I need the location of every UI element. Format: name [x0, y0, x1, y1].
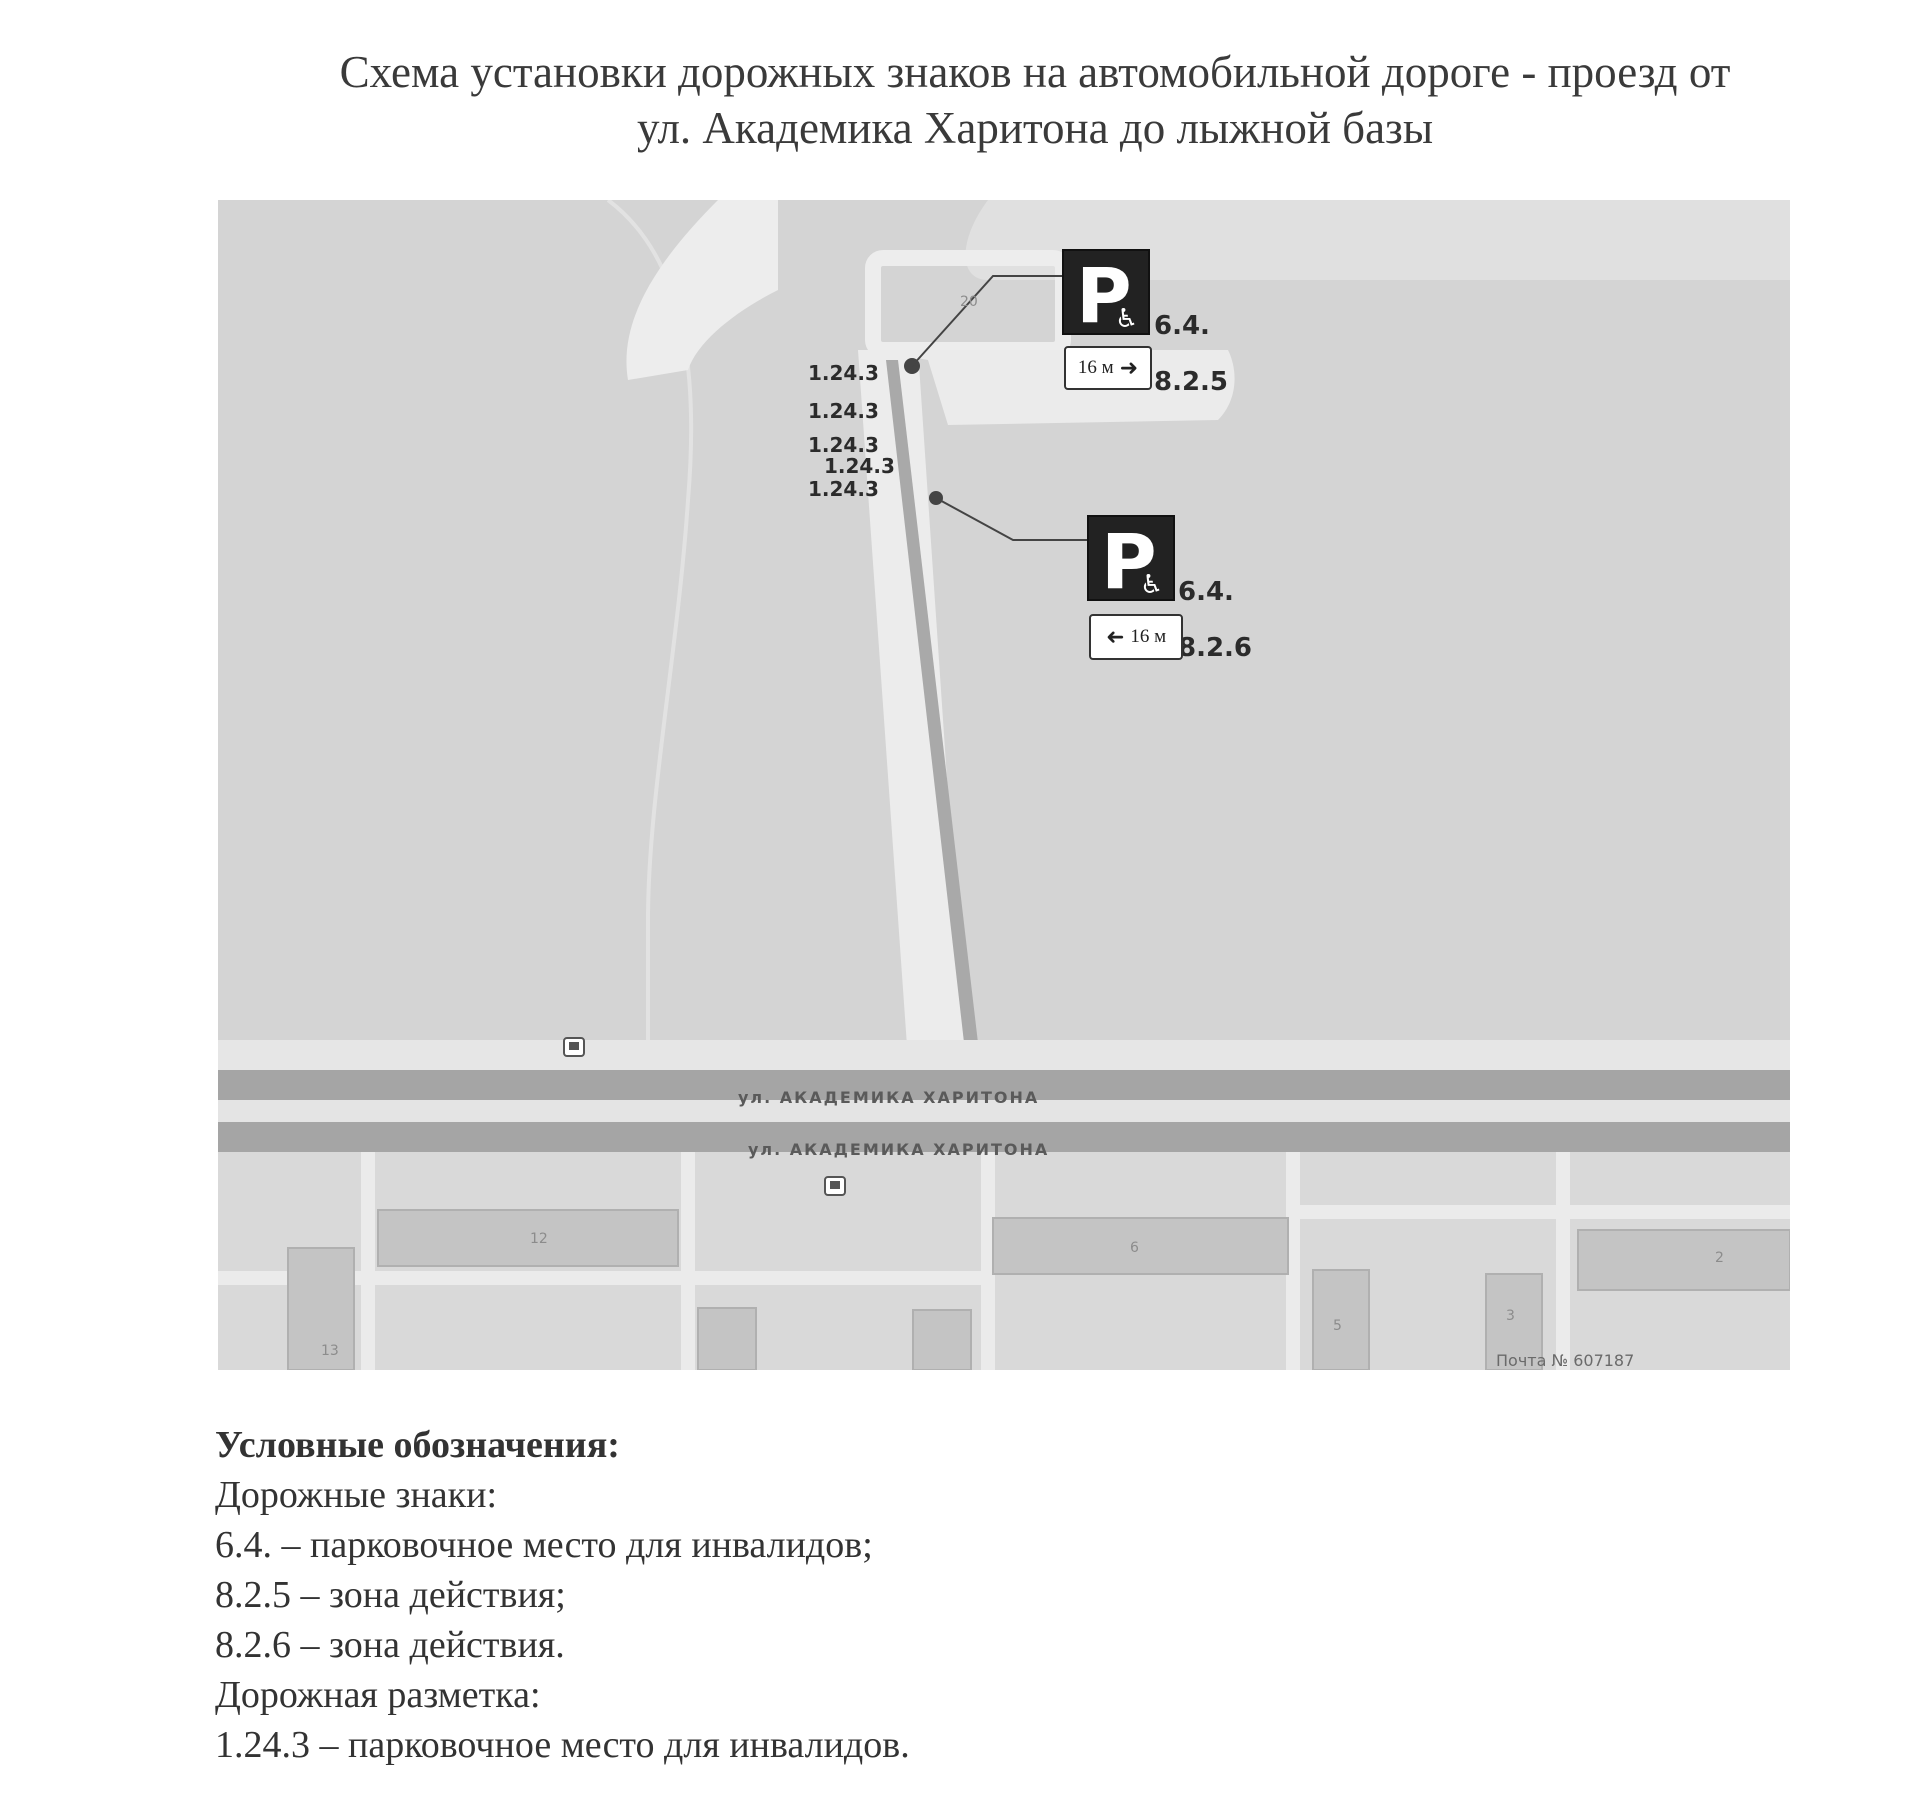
buildings	[287, 1209, 1790, 1370]
bus-stop-icon-south	[824, 1176, 846, 1196]
distance-plate-top: 16 м ➜	[1064, 346, 1152, 390]
building-5	[1312, 1269, 1370, 1370]
access-road	[886, 360, 980, 1060]
marking-label-5: 1.24.3	[808, 477, 879, 501]
south-roads	[218, 1152, 1790, 1370]
marking-label-2: 1.24.3	[808, 399, 879, 423]
parking-sign-icon-top: P ♿	[1062, 249, 1150, 340]
street-lower	[218, 1122, 1790, 1152]
house-number-6: 6	[1130, 1240, 1139, 1256]
arrow-left-icon: ➜	[1105, 624, 1125, 650]
legend-item: 8.2.5 – зона действия;	[215, 1574, 566, 1616]
wheelchair-icon: ♿	[1140, 570, 1163, 600]
open-area	[626, 200, 778, 380]
house-number-2: 2	[1715, 1250, 1724, 1266]
sign-code-top: 6.4.	[1154, 311, 1210, 341]
building-small-2	[912, 1309, 972, 1370]
title-line-1: Схема установки дорожных знаков на автом…	[339, 47, 1731, 97]
house-number-12: 12	[530, 1231, 548, 1247]
street-name-lower: ул. АКАДЕМИКА ХАРИТОНА	[748, 1140, 1049, 1159]
map-drawing: P ♿ P ♿ 6.4. 8.2.5 6.4. 8.2.6 1.24.3 1.2…	[218, 200, 1790, 1370]
sign-code-bottom: 6.4.	[1178, 577, 1234, 607]
house-number-20: 20	[960, 294, 978, 310]
wheelchair-icon: ♿	[1115, 304, 1138, 334]
marking-label-4: 1.24.3	[824, 454, 895, 478]
arrow-right-icon: ➜	[1119, 355, 1139, 381]
document-title: Схема установки дорожных знаков на автом…	[230, 44, 1840, 156]
title-line-2: ул. Академика Харитона до лыжной базы	[636, 103, 1434, 153]
building-small-1	[697, 1307, 757, 1370]
sign-letter-bottom: P	[1101, 517, 1157, 606]
house-number-13: 13	[321, 1343, 339, 1359]
open-area-top	[965, 200, 1790, 280]
building-2	[1577, 1229, 1790, 1291]
legend: Условные обозначения: Дорожные знаки: 6.…	[215, 1420, 1815, 1770]
site-map: P ♿ P ♿ 6.4. 8.2.5 6.4. 8.2.6 1.24.3 1.2…	[218, 200, 1790, 1370]
legend-heading: Условные обозначения:	[215, 1424, 620, 1466]
distance-plate-bottom: ➜ 16 м	[1089, 614, 1183, 660]
bus-stop-icon	[563, 1037, 585, 1057]
leader-line-bottom	[935, 497, 1088, 541]
access-road-edge	[858, 350, 966, 1060]
sidewalk-north	[218, 1040, 1790, 1070]
marking-label-1: 1.24.3	[808, 361, 879, 385]
legend-item: 8.2.6 – зона действия.	[215, 1624, 565, 1666]
street-name-upper: ул. АКАДЕМИКА ХАРИТОНА	[738, 1088, 1039, 1107]
leader-line-top	[911, 275, 1063, 367]
legend-item: 6.4. – парковочное место для инвалидов;	[215, 1524, 873, 1566]
legend-marking-item: 1.24.3 – парковочное место для инвалидов…	[215, 1724, 910, 1766]
building-3	[1485, 1273, 1543, 1370]
plate-code-bottom: 8.2.6	[1178, 633, 1252, 663]
parking-sign-icon-bottom: P ♿	[1087, 515, 1175, 606]
median	[218, 1100, 1790, 1122]
marking-label-3: 1.24.3	[808, 433, 879, 457]
street-upper	[218, 1070, 1790, 1100]
sign-letter-top: P	[1076, 251, 1132, 340]
house-number-5: 5	[1333, 1318, 1342, 1334]
building-13	[287, 1247, 355, 1370]
legend-marking-heading: Дорожная разметка:	[215, 1674, 541, 1716]
plate-code-top: 8.2.5	[1154, 367, 1228, 397]
building-12	[377, 1209, 679, 1267]
house-number-3: 3	[1506, 1308, 1515, 1324]
map-copyright: Почта № 607187	[1496, 1351, 1634, 1370]
plate-text-top: 16 м	[1077, 357, 1114, 378]
building-6	[992, 1217, 1289, 1275]
legend-signs-heading: Дорожные знаки:	[215, 1474, 498, 1516]
plate-text-bottom: 16 м	[1130, 626, 1167, 647]
